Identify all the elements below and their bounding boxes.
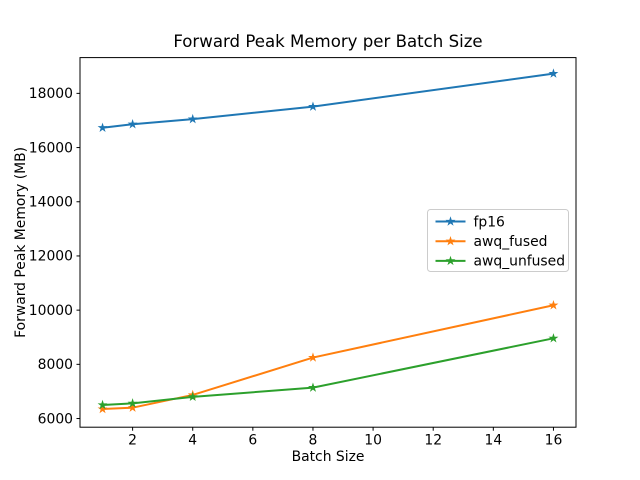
marker-awq_unfused-batch-1 xyxy=(97,399,108,410)
marker-awq_unfused-batch-8 xyxy=(308,382,318,392)
marker-awq_fused-batch-2 xyxy=(127,402,138,412)
x-tick-label: 6 xyxy=(248,433,257,449)
marker-awq_fused-batch-1 xyxy=(97,403,108,414)
marker-fp16-batch-1 xyxy=(97,122,108,132)
y-tick-label: 8000 xyxy=(38,357,73,373)
series-line-awq_fused xyxy=(101,304,555,411)
marker-awq_fused-batch-8 xyxy=(308,352,318,362)
x-tick-label: 16 xyxy=(545,433,563,449)
legend-marker-fp16 xyxy=(445,216,456,226)
x-tick-label: 10 xyxy=(364,433,382,449)
y-tick-label: 18000 xyxy=(29,86,73,102)
marker-fp16-batch-4 xyxy=(187,113,198,124)
legend-label-fp16: fp16 xyxy=(474,214,505,230)
chart-title: Forward Peak Memory per Batch Size xyxy=(173,32,482,51)
marker-fp16-batch-8 xyxy=(308,101,318,111)
series-line-awq_unfused xyxy=(101,337,555,406)
plot-area: 2 4 6 8 10 12 14 16 6000 8000 10000 12000 14000 16000… xyxy=(29,57,577,449)
marker-fp16-batch-2 xyxy=(127,119,138,129)
x-tick-label: 4 xyxy=(188,433,197,449)
marker-awq_unfused-batch-2 xyxy=(127,398,138,408)
y-tick-label: 16000 xyxy=(29,140,73,156)
x-tick-label: 12 xyxy=(424,433,442,449)
legend-marker-awq_fused xyxy=(445,236,456,246)
x-tick-label: 2 xyxy=(128,433,137,449)
x-tick-label: 8 xyxy=(309,433,318,449)
legend-label-awq_unfused: awq_unfused xyxy=(474,254,566,270)
marker-awq_unfused-batch-16 xyxy=(548,333,559,343)
marker-awq_unfused-batch-4 xyxy=(187,391,198,402)
y-tick-label: 12000 xyxy=(29,249,73,265)
x-tick-label: 14 xyxy=(484,433,502,449)
series-line-fp16 xyxy=(101,72,555,129)
legend-label-awq_fused: awq_fused xyxy=(474,234,548,250)
marker-fp16-batch-16 xyxy=(548,68,559,78)
marker-awq_fused-batch-16 xyxy=(548,300,559,310)
plot-border xyxy=(79,57,577,428)
y-axis-label: Forward Peak Memory (MB) xyxy=(13,147,29,338)
legend-box xyxy=(427,209,569,272)
y-tick-label: 10000 xyxy=(29,303,73,319)
y-tick-label: 6000 xyxy=(38,411,73,427)
x-axis-label: Batch Size xyxy=(292,449,365,465)
legend-marker-awq_unfused xyxy=(445,255,456,266)
y-tick-label: 14000 xyxy=(29,195,73,211)
